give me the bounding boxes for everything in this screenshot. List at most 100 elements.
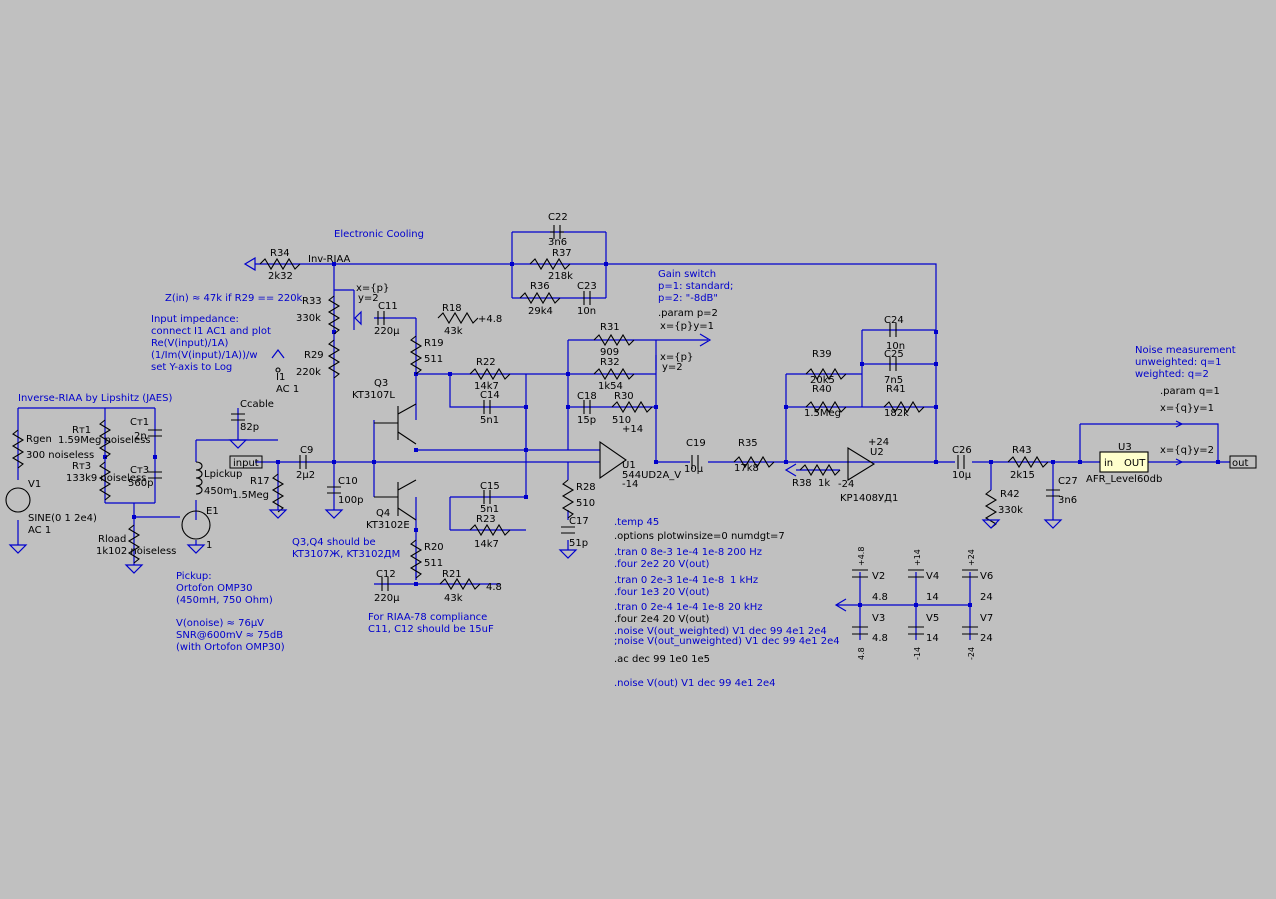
svg-text:1.59Meg noiseless: 1.59Meg noiseless — [58, 435, 151, 446]
svg-text:.param p=2: .param p=2 — [658, 308, 718, 319]
opamp-symbols — [599, 440, 876, 481]
svg-text:1k54: 1k54 — [598, 381, 623, 392]
svg-text:.tran 0 8e-3 1e-4 1e-8: .tran 0 8e-3 1e-4 1e-8 — [614, 547, 724, 558]
r22-resistor — [469, 367, 511, 381]
svg-text:1.5Meg: 1.5Meg — [804, 408, 841, 419]
svg-text:V7: V7 — [980, 613, 993, 624]
r35-resistor — [733, 455, 775, 469]
r42-resistor — [984, 489, 998, 529]
svg-text:C23: C23 — [577, 281, 597, 292]
svg-text:V5: V5 — [926, 613, 939, 624]
r20-resistor — [409, 539, 423, 579]
ct1-cap — [148, 429, 162, 437]
svg-text:connect I1 AC1 and plot: connect I1 AC1 and plot — [151, 326, 271, 337]
r29-resistor — [327, 339, 341, 379]
input-impedance-comment: Input impedance: connect I1 AC1 and plot… — [151, 314, 271, 373]
svg-text:+24: +24 — [868, 437, 889, 448]
svg-text:.temp 45: .temp 45 — [614, 517, 659, 528]
svg-text:.param q=1: .param q=1 — [1160, 386, 1220, 397]
svg-text:p=2: "-8dB": p=2: "-8dB" — [658, 293, 718, 304]
svg-text:.ac dec 99 1e0 1e5: .ac dec 99 1e0 1e5 — [614, 654, 710, 665]
svg-text:2k32: 2k32 — [268, 271, 293, 282]
c11-cap — [377, 311, 385, 325]
svg-text:511: 511 — [424, 558, 443, 569]
svg-text:220μ: 220μ — [374, 326, 400, 337]
r36-resistor — [519, 291, 561, 305]
net-flags — [243, 256, 1184, 612]
svg-text:U2: U2 — [870, 447, 884, 458]
svg-text:R33: R33 — [302, 296, 322, 307]
c26-cap — [957, 455, 965, 469]
svg-text:(with Ortofon OMP30): (with Ortofon OMP30) — [176, 642, 285, 653]
svg-text:R38: R38 — [792, 478, 812, 489]
svg-text:2μ2: 2μ2 — [296, 470, 315, 481]
svg-text:R23: R23 — [476, 514, 496, 525]
svg-text:C18: C18 — [577, 391, 597, 402]
svg-text:OUT: OUT — [1124, 458, 1146, 469]
svg-text:R21: R21 — [442, 569, 462, 580]
svg-text:14: 14 — [926, 592, 939, 603]
transistor-symbols — [374, 403, 417, 521]
svg-text:4.8: 4.8 — [872, 633, 888, 644]
svg-text:R40: R40 — [812, 384, 832, 395]
svg-text:15p: 15p — [577, 415, 596, 426]
rload-resistor — [127, 524, 141, 564]
svg-text:20k5: 20k5 — [810, 375, 835, 386]
electronic-cooling-comment: Electronic Cooling — [334, 229, 424, 240]
svg-text:450m: 450m — [204, 486, 233, 497]
riaa78-comment: For RIAA-78 compliance C11, C12 should b… — [368, 612, 494, 635]
svg-text:AC 1: AC 1 — [28, 525, 51, 536]
svg-text:24: 24 — [980, 633, 993, 644]
svg-text:510: 510 — [612, 415, 631, 426]
svg-text:R17: R17 — [250, 476, 270, 487]
svg-text:14k7: 14k7 — [474, 381, 499, 392]
c24-cap — [889, 323, 897, 337]
svg-text:510: 510 — [576, 498, 595, 509]
svg-text:.four 1e3 20 V(out): .four 1e3 20 V(out) — [614, 587, 710, 598]
svg-text:133k9 noiseless: 133k9 noiseless — [66, 473, 146, 484]
svg-text:14k7: 14k7 — [474, 539, 499, 550]
svg-text:1: 1 — [206, 540, 212, 551]
noise-comment: V(onoise) ≈ 76μV SNR@600mV ≈ 75dB (with … — [176, 618, 285, 653]
r39-resistor — [805, 367, 847, 381]
svg-text:7n5: 7n5 — [884, 375, 903, 386]
u2-opamp — [847, 447, 876, 481]
svg-text:x={q}y=2: x={q}y=2 — [1160, 445, 1214, 456]
r21-resistor — [439, 577, 481, 591]
svg-text:(1/Im(V(input)/1A))/w: (1/Im(V(input)/1A))/w — [151, 350, 258, 361]
net-labels: Inv-RIAA input out x={p} y=2 x={p}y=1 x=… — [206, 254, 1248, 593]
svg-text:.tran 0 2e-3 1e-4 1e-8: .tran 0 2e-3 1e-4 1e-8 — [614, 575, 724, 586]
svg-text:in: in — [1104, 458, 1113, 469]
svg-text:Cт3: Cт3 — [130, 465, 149, 476]
svg-text:C22: C22 — [548, 212, 568, 223]
r18-resistor — [437, 311, 479, 325]
svg-text:.tran 0 2e-4 1e-4 1e-8: .tran 0 2e-4 1e-4 1e-8 — [614, 602, 724, 613]
svg-text:-14: -14 — [622, 479, 638, 490]
r34-resistor — [259, 257, 301, 271]
svg-text:I1: I1 — [276, 372, 285, 383]
c14-cap — [483, 400, 491, 414]
svg-text:U1: U1 — [622, 460, 636, 471]
svg-text:5n1: 5n1 — [480, 504, 499, 515]
svg-text:C11: C11 — [378, 301, 398, 312]
svg-text:out: out — [1232, 458, 1248, 469]
svg-text:Inv-RIAA: Inv-RIAA — [308, 254, 351, 265]
svg-text:V3: V3 — [872, 613, 885, 624]
c17-cap — [561, 526, 575, 534]
noise-measurement-comment: Noise measurement unweighted: q=1 weight… — [1135, 345, 1236, 380]
r41-resistor — [883, 400, 925, 414]
svg-text:10μ: 10μ — [684, 464, 704, 475]
svg-text:43k: 43k — [444, 593, 463, 604]
svg-text:544UD2A_V: 544UD2A_V — [622, 470, 681, 481]
svg-text:+4.8: +4.8 — [857, 547, 866, 566]
svg-text:R37: R37 — [552, 248, 572, 259]
svg-text:1 kHz: 1 kHz — [730, 575, 758, 586]
svg-text:C19: C19 — [686, 438, 706, 449]
rt3-resistor — [98, 461, 112, 501]
zin-comment: Z(in) ≈ 47k if R29 == 220k — [165, 293, 303, 304]
svg-text:AC 1: AC 1 — [276, 384, 299, 395]
rt1-resistor — [98, 419, 112, 459]
svg-text:Lpickup: Lpickup — [204, 469, 242, 480]
